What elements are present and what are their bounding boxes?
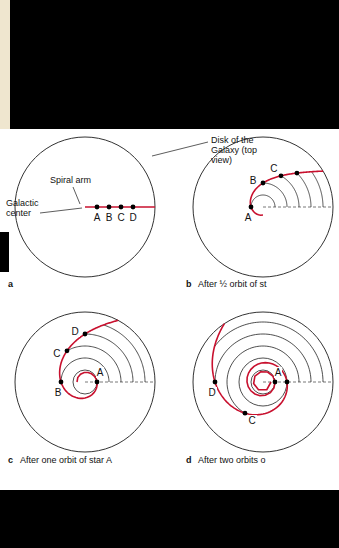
star-letter: A — [274, 367, 283, 378]
panel-letter: c — [8, 455, 13, 465]
star-letter: C — [116, 212, 125, 223]
caption: After ½ orbit of st — [198, 279, 267, 289]
spiral-arm — [212, 324, 287, 415]
star-dot — [285, 380, 290, 385]
star-dot — [65, 348, 70, 353]
star-letter: A — [244, 212, 253, 223]
star-dot — [83, 332, 88, 337]
star-letter: A — [93, 212, 102, 223]
orbit-arc — [215, 334, 311, 382]
star-letter: C — [52, 348, 61, 359]
star-letter: D — [207, 387, 216, 398]
orbit-arc — [312, 172, 323, 207]
caption: Spiral arm — [50, 175, 91, 185]
star-dot — [95, 380, 100, 385]
panel-letter: a — [8, 279, 13, 289]
star-letter: D — [128, 212, 137, 223]
caption: After one orbit of star A — [20, 455, 112, 465]
star-letter: D — [70, 326, 79, 337]
orbit-arc — [61, 358, 109, 382]
star-dot — [107, 205, 112, 210]
orbit-arc — [297, 173, 311, 207]
galaxy-disk — [15, 312, 155, 452]
star-dot — [261, 181, 266, 186]
star-dot — [213, 380, 218, 385]
star-dot — [59, 380, 64, 385]
star-letter: C — [248, 415, 257, 426]
edge-slab — [0, 232, 9, 272]
star-letter: B — [54, 387, 63, 398]
cream-strip — [0, 0, 10, 129]
annotation: Galactic center — [6, 198, 48, 218]
star-letter: B — [249, 175, 258, 186]
panel-letter: d — [186, 455, 192, 465]
star-letter: A — [96, 367, 105, 378]
leader-line — [152, 142, 208, 156]
orbit-arc — [104, 325, 145, 382]
star-dot — [95, 205, 100, 210]
panel-letter: b — [186, 279, 192, 289]
star-dot — [131, 205, 136, 210]
reference-line — [263, 207, 333, 208]
top-band — [0, 0, 339, 129]
orbit-arc — [263, 183, 287, 207]
spiral-arm — [250, 171, 323, 215]
star-letter: B — [105, 212, 114, 223]
star-dot — [295, 171, 300, 176]
orbit-arc — [227, 346, 299, 413]
leader-line — [40, 208, 82, 213]
bottom-band — [0, 490, 339, 548]
orbit-arc — [251, 195, 275, 207]
galaxy-disk — [193, 312, 333, 452]
star-dot — [119, 205, 124, 210]
spiral-arm — [60, 320, 119, 398]
annotation: Disk of the Galaxy (top view) — [211, 135, 267, 165]
star-letter: C — [269, 163, 278, 174]
orbit-arc — [281, 176, 299, 207]
orbit-arc — [73, 370, 97, 394]
star-dot — [279, 173, 284, 178]
leader-line — [73, 187, 80, 204]
star-dot — [249, 205, 254, 210]
star-dot — [273, 380, 278, 385]
caption: After two orbits o — [198, 455, 266, 465]
